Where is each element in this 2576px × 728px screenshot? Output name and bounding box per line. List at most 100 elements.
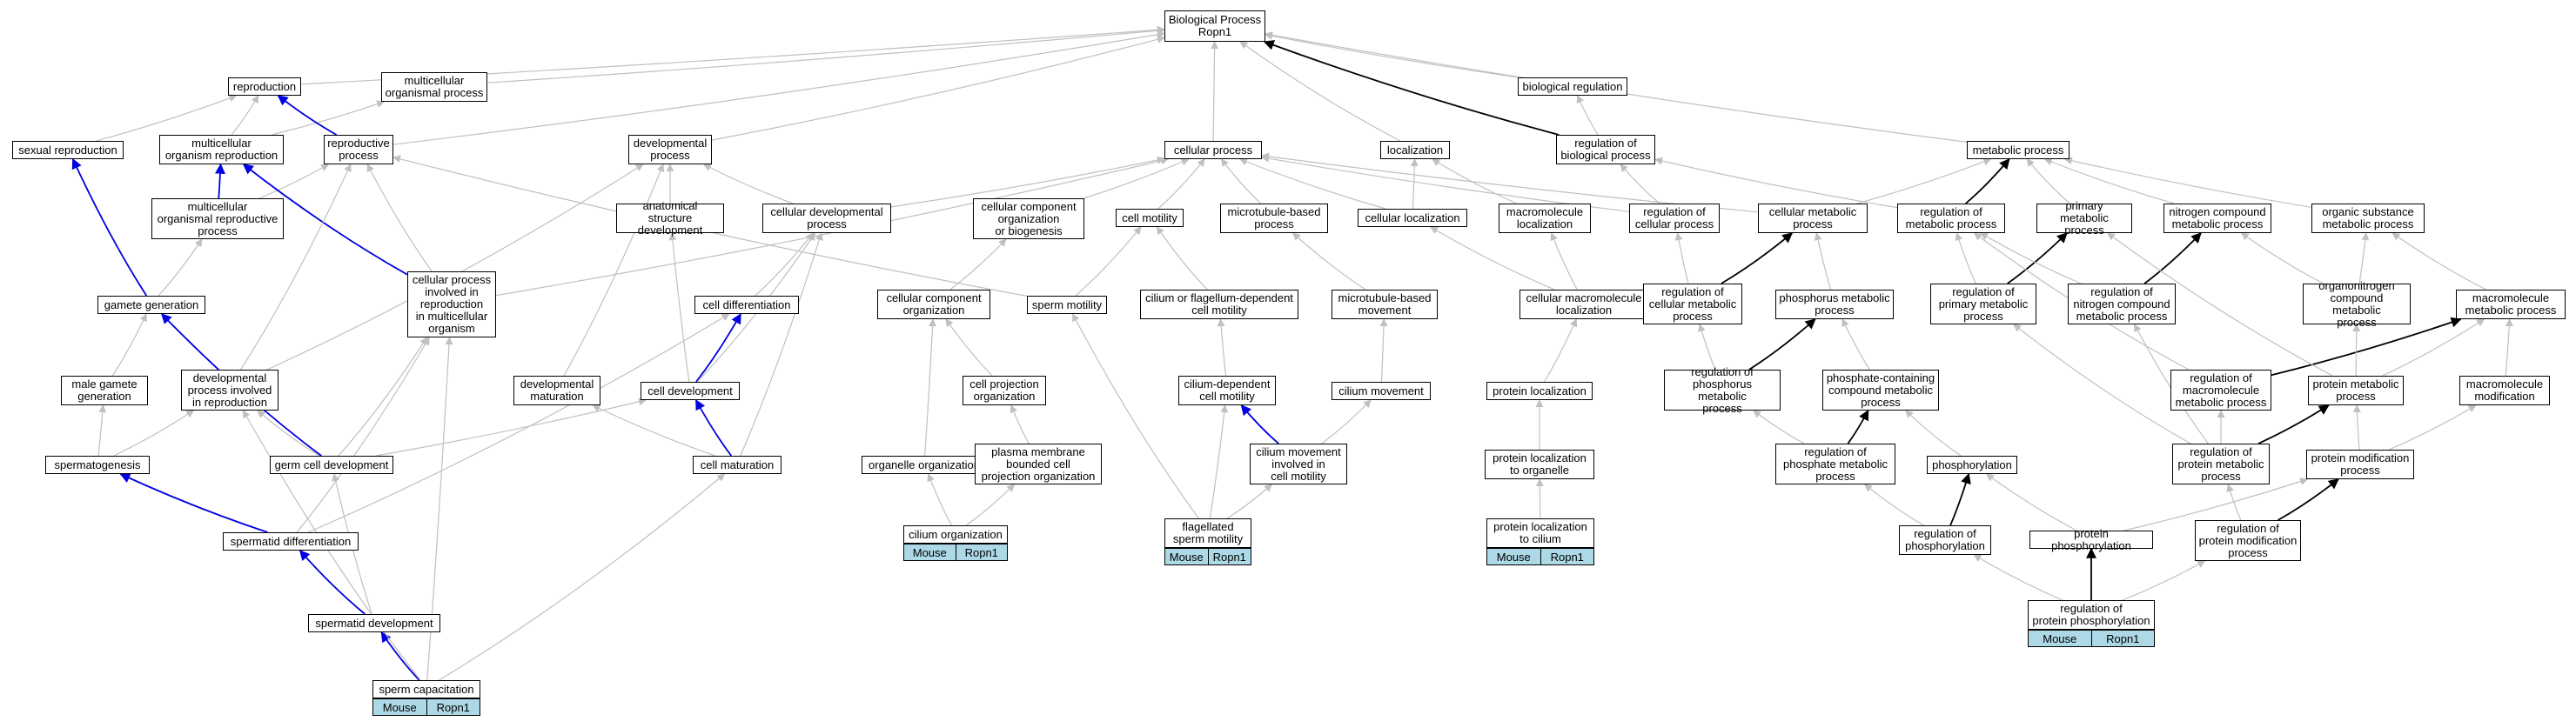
edge-is-a-biological-regulation-to-root: [1265, 31, 1519, 78]
term-node-multicellular-organismal-process[interactable]: multicellular organismal process: [381, 72, 487, 102]
term-node-regulation-of-protein-phosphorylation[interactable]: regulation of protein phosphorylation: [2028, 600, 2155, 630]
term-node-regulation-of-cellular-process[interactable]: regulation of cellular process: [1629, 204, 1720, 233]
edge-is-a-developmental-process-to-root: [711, 35, 1165, 141]
term-node-primary-metabolic-process[interactable]: primary metabolic process: [2036, 200, 2132, 237]
term-node-male-gamete-generation[interactable]: male gamete generation: [61, 376, 148, 405]
term-node-cellular-macromolecule-localization[interactable]: cellular macromolecule localization: [1519, 290, 1648, 319]
term-node-cellular-localization[interactable]: cellular localization: [1358, 209, 1467, 227]
edge-is-a-multicellular-organism-reproduction-to-multicellular-organismal-process: [272, 100, 386, 136]
edge-is-a-sperm-capacitation-to-cellular-process-involved-in-reproduction: [426, 337, 453, 681]
term-node-microtubule-based-movement[interactable]: microtubule-based movement: [1332, 290, 1438, 319]
term-node-developmental-process[interactable]: developmental process: [628, 135, 712, 164]
term-node-biological-regulation[interactable]: biological regulation: [1518, 77, 1627, 96]
term-node-reproduction[interactable]: reproduction: [228, 77, 301, 96]
edge-is-a-regulation-of-protein-modification-process-to-regulation-of-protein-metabolic-process: [2226, 484, 2242, 521]
term-node-protein-localization-to-cilium[interactable]: protein localization to cilium: [1486, 518, 1594, 548]
term-node-cell-motility[interactable]: cell motility: [1116, 209, 1184, 227]
term-node-protein-modification-process[interactable]: protein modification process: [2306, 450, 2414, 479]
term-node-cilium-organization[interactable]: cilium organization: [903, 525, 1008, 544]
term-node-gamete-generation[interactable]: gamete generation: [97, 296, 205, 314]
term-node-sperm-motility[interactable]: sperm motility: [1027, 296, 1107, 314]
term-node-germ-cell-development[interactable]: germ cell development: [270, 456, 393, 474]
term-node-cell-projection-organization[interactable]: cell projection organization: [963, 376, 1046, 405]
edge-is-a-multicellular-organismal-process-to-root: [486, 26, 1165, 83]
term-node-cell-differentiation[interactable]: cell differentiation: [694, 296, 799, 314]
edge-is-a-multicellular-organism-reproduction-to-reproduction: [231, 95, 259, 136]
term-node-spermatogenesis[interactable]: spermatogenesis: [45, 456, 150, 474]
term-node-cilium-dependent-cell-motility[interactable]: cilium-dependent cell motility: [1178, 376, 1276, 405]
term-node-protein-localization[interactable]: protein localization: [1486, 382, 1593, 400]
term-node-microtubule-based-process[interactable]: microtubule-based process: [1220, 204, 1328, 233]
term-node-developmental-maturation[interactable]: developmental maturation: [513, 376, 600, 405]
term-node-spermatid-differentiation[interactable]: spermatid differentiation: [223, 532, 359, 551]
term-node-multicellular-organismal-reproductive-process[interactable]: multicellular organismal reproductive pr…: [151, 198, 284, 239]
term-node-macromolecule-modification[interactable]: macromolecule modification: [2459, 376, 2550, 405]
term-node-phosphorus-metabolic-process[interactable]: phosphorus metabolic process: [1775, 290, 1894, 319]
term-node-protein-localization-to-organelle[interactable]: protein localization to organelle: [1485, 450, 1594, 479]
term-node-regulation-of-metabolic-process[interactable]: regulation of metabolic process: [1897, 204, 2005, 233]
edge-is-a-organonitrogen-compound-metabolic-process-to-nitrogen-compound-metabolic-process: [2240, 232, 2324, 284]
edge-part-of-reproductive-process-to-reproduction: [277, 95, 338, 136]
term-node-organelle-organization[interactable]: organelle organization: [862, 456, 987, 474]
term-node-anatomical-structure-development[interactable]: anatomical structure development: [616, 200, 724, 237]
term-node-regulation-of-nitrogen-compound-metabolic-process[interactable]: regulation of nitrogen compound metaboli…: [2068, 284, 2176, 324]
term-node-cellular-process[interactable]: cellular process: [1164, 141, 1262, 159]
edge-is-a-regulation-of-primary-metabolic-process-to-regulation-of-metabolic-process: [1955, 232, 1976, 284]
term-node-regulation-of-protein-metabolic-process[interactable]: regulation of protein metabolic process: [2172, 444, 2270, 484]
term-node-organic-substance-metabolic-process[interactable]: organic substance metabolic process: [2311, 204, 2425, 233]
term-node-cilium-movement[interactable]: cilium movement: [1332, 382, 1431, 400]
term-node-reproductive-process[interactable]: reproductive process: [324, 135, 393, 164]
term-node-cellular-metabolic-process[interactable]: cellular metabolic process: [1758, 204, 1868, 233]
term-node-protein-phosphorylation[interactable]: protein phosphorylation: [2029, 527, 2153, 551]
edge-is-a-cellular-component-organization-or-biogenesis-to-cellular-process: [1083, 158, 1190, 199]
edge-is-a-protein-phosphorylation-to-protein-modification-process: [2123, 478, 2309, 531]
edge-is-a-cellular-metabolic-process-to-metabolic-process: [1856, 157, 1992, 204]
term-node-nitrogen-compound-metabolic-process[interactable]: nitrogen compound metabolic process: [2163, 204, 2271, 233]
term-node-phosphorylation[interactable]: phosphorylation: [1927, 456, 2017, 474]
term-node-cilium-or-flagellum-dependent-cell-motility[interactable]: cilium or flagellum-dependent cell motil…: [1140, 290, 1298, 319]
term-node-regulation-of-phosphorus-metabolic-process[interactable]: regulation of phosphorus metabolic proce…: [1664, 365, 1781, 414]
edge-is-a-macromolecule-modification-to-macromolecule-metabolic-process: [2505, 318, 2513, 377]
term-node-protein-metabolic-process[interactable]: protein metabolic process: [2308, 376, 2404, 405]
term-node-regulation-of-cellular-metabolic-process[interactable]: regulation of cellular metabolic process: [1643, 284, 1742, 324]
term-node-cell-development[interactable]: cell development: [641, 382, 740, 400]
term-node-macromolecule-localization[interactable]: macromolecule localization: [1499, 204, 1591, 233]
term-node-regulation-of-phosphate-metabolic-process[interactable]: regulation of phosphate metabolic proces…: [1775, 444, 1895, 484]
edge-is-a-reproductive-process-to-root: [392, 30, 1165, 145]
term-node-organonitrogen-compound-metabolic-process[interactable]: organonitrogen compound metabolic proces…: [2303, 279, 2411, 328]
term-node-cellular-component-organization-or-biogenesis[interactable]: cellular component organization or bioge…: [973, 198, 1084, 239]
term-node-regulation-of-macromolecule-metabolic-process[interactable]: regulation of macromolecule metabolic pr…: [2170, 370, 2271, 411]
term-node-regulation-of-primary-metabolic-process[interactable]: regulation of primary metabolic process: [1930, 284, 2036, 324]
term-node-multicellular-organism-reproduction[interactable]: multicellular organism reproduction: [159, 135, 284, 164]
term-node-plasma-membrane-bounded-cell-projection-organization[interactable]: plasma membrane bounded cell projection …: [975, 444, 1102, 484]
term-node-cilium-movement-involved-in-cell-motility[interactable]: cilium movement involved in cell motilit…: [1250, 444, 1347, 484]
term-node-sperm-capacitation[interactable]: sperm capacitation: [372, 680, 480, 698]
root-term-node[interactable]: Biological Process Ropn1: [1164, 10, 1265, 42]
term-node-regulation-of-phosphorylation[interactable]: regulation of phosphorylation: [1899, 525, 1991, 555]
term-node-sexual-reproduction[interactable]: sexual reproduction: [12, 141, 124, 159]
edge-is-a-organonitrogen-compound-metabolic-process-to-organic-substance-metabolic-process: [2358, 232, 2370, 284]
term-node-cellular-component-organization[interactable]: cellular component organization: [877, 290, 990, 319]
term-node-localization[interactable]: localization: [1380, 141, 1450, 159]
term-node-flagellated-sperm-motility[interactable]: flagellated sperm motility: [1164, 518, 1251, 548]
term-node-regulation-of-biological-process[interactable]: regulation of biological process: [1556, 135, 1655, 164]
edge-is-a-spermatid-differentiation-to-cell-differentiation: [307, 313, 730, 533]
term-node-cellular-process-involved-in-reproduction[interactable]: cellular process involved in reproductio…: [407, 271, 496, 337]
edge-is-a-developmental-process-involved-in-reproduction-to-developmental-process: [266, 164, 644, 371]
edge-is-a-cilium-movement-involved-in-cell-motility-to-cilium-movement: [1321, 399, 1372, 444]
term-node-metabolic-process[interactable]: metabolic process: [1967, 141, 2070, 159]
term-node-cellular-developmental-process[interactable]: cellular developmental process: [762, 204, 891, 233]
term-node-regulation-of-protein-modification-process[interactable]: regulation of protein modification proce…: [2195, 520, 2301, 561]
term-node-macromolecule-metabolic-process[interactable]: macromolecule metabolic process: [2456, 290, 2566, 319]
edge-part-of-cellular-process-involved-in-reproduction-to-multicellular-organism-reproduction: [242, 164, 408, 276]
term-node-spermatid-development[interactable]: spermatid development: [308, 614, 440, 632]
edge-is-a-cell-projection-organization-to-cellular-component-organization: [945, 318, 993, 377]
edge-is-a-regulation-of-cellular-process-to-regulation-of-biological-process: [1620, 164, 1660, 204]
term-node-phosphate-containing-compound-metabolic-process[interactable]: phosphate-containing compound metabolic …: [1822, 370, 1939, 411]
edge-is-a-flagellated-sperm-motility-to-cilium-dependent-cell-motility: [1209, 404, 1229, 519]
term-node-cell-maturation[interactable]: cell maturation: [693, 456, 782, 474]
edge-is-a-protein-metabolic-process-to-organonitrogen-compound-metabolic-process: [2352, 324, 2361, 377]
term-node-developmental-process-involved-in-reproduction[interactable]: developmental process involved in reprod…: [181, 370, 278, 411]
